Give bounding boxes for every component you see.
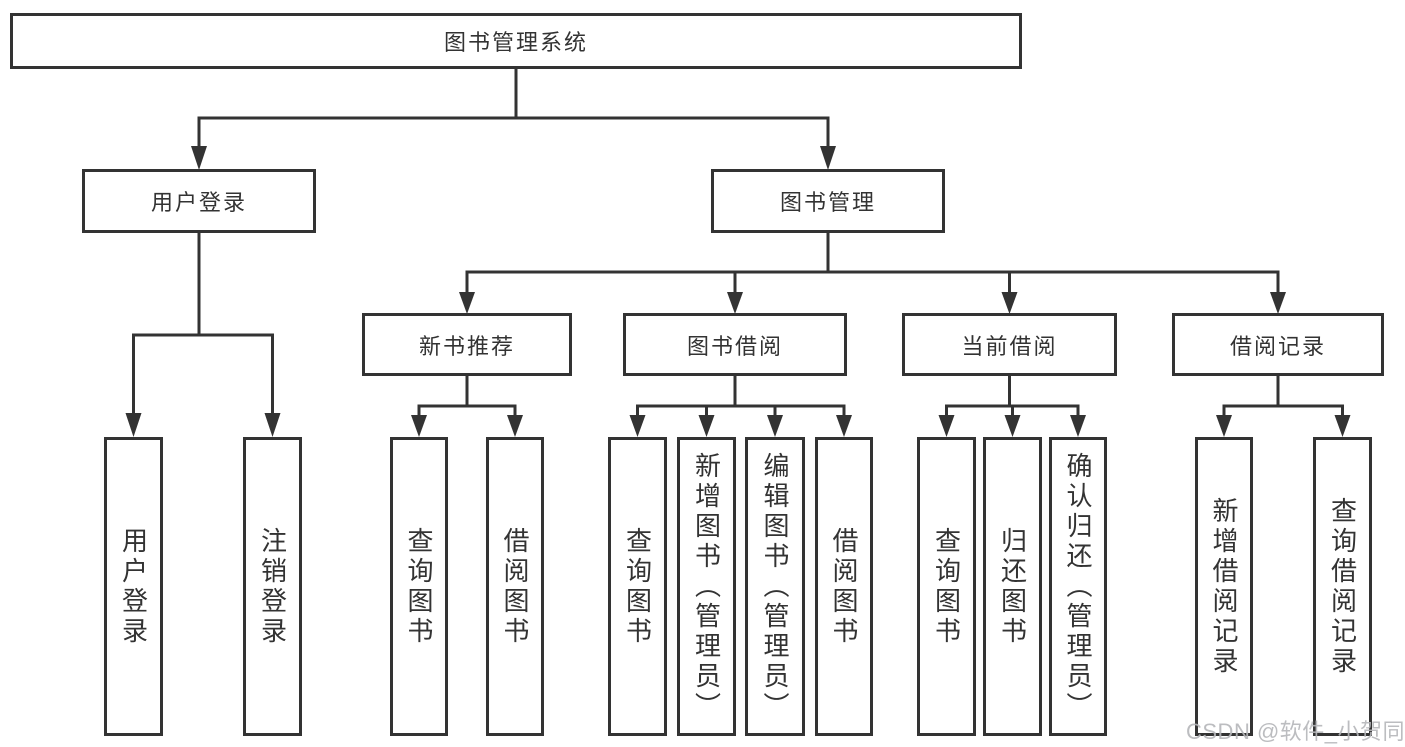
node-leaf-return-book-label: 归还图书 (997, 526, 1028, 647)
connector-new-book-rec-to-children (411, 376, 523, 437)
node-leaf-logout-label: 注销登录 (257, 526, 288, 647)
node-book-borrow-label: 图书借阅 (686, 333, 783, 359)
node-leaf-query-book-1: 查询图书 (390, 437, 448, 736)
node-leaf-query-book-2-label: 查询图书 (622, 526, 653, 647)
node-leaf-query-book-1-label: 查询图书 (404, 526, 434, 647)
node-leaf-add-book: 新增图书（管理员） (677, 437, 736, 736)
node-book-mgmt: 图书管理 (711, 169, 945, 233)
node-leaf-query-record: 查询借阅记录 (1313, 437, 1372, 736)
node-borrow-records: 借阅记录 (1172, 313, 1384, 376)
connector-root-to-children (191, 68, 836, 170)
node-borrow-records-label: 借阅记录 (1229, 333, 1326, 359)
node-book-borrow: 图书借阅 (623, 313, 847, 376)
connector-user-login-to-children (125, 233, 281, 437)
node-leaf-borrow-book-2-label: 借阅图书 (829, 526, 859, 647)
node-new-book-rec: 新书推荐 (362, 313, 572, 376)
node-leaf-query-book-3-label: 查询图书 (931, 526, 962, 647)
node-current-borrow-label: 当前借阅 (961, 333, 1058, 359)
node-leaf-edit-book: 编辑图书（管理员） (745, 437, 805, 736)
node-leaf-user-login-label: 用户登录 (118, 526, 149, 647)
node-leaf-return-book: 归还图书 (983, 437, 1042, 736)
connector-book-mgmt-to-children (459, 233, 1286, 314)
connector-current-borrow-to-children (938, 376, 1086, 437)
csdn-watermark: CSDN @软件_小贺同学 (1186, 719, 1405, 744)
node-leaf-logout: 注销登录 (243, 437, 302, 736)
node-user-login-label: 用户登录 (150, 190, 247, 215)
node-leaf-query-record-label: 查询借阅记录 (1327, 496, 1358, 677)
node-leaf-borrow-book-1-label: 借阅图书 (500, 526, 530, 647)
node-new-book-rec-label: 新书推荐 (418, 333, 515, 359)
node-current-borrow: 当前借阅 (902, 313, 1117, 376)
node-leaf-add-record-label: 新增借阅记录 (1209, 496, 1239, 677)
connector-borrow-records-to-children (1216, 376, 1351, 437)
node-leaf-borrow-book-1: 借阅图书 (486, 437, 544, 736)
connector-book-borrow-to-children (629, 376, 852, 437)
node-user-login: 用户登录 (82, 169, 316, 233)
node-leaf-edit-book-label: 编辑图书（管理员） (760, 451, 790, 722)
node-leaf-query-book-3: 查询图书 (917, 437, 976, 736)
node-leaf-borrow-book-2: 借阅图书 (815, 437, 873, 736)
node-leaf-query-book-2: 查询图书 (608, 437, 667, 736)
node-leaf-user-login: 用户登录 (104, 437, 163, 736)
node-book-mgmt-label: 图书管理 (779, 190, 876, 215)
node-root-label: 图书管理系统 (443, 30, 588, 55)
node-leaf-confirm-return-label: 确认归还（管理员） (1063, 451, 1093, 722)
node-leaf-confirm-return: 确认归还（管理员） (1049, 437, 1107, 736)
node-leaf-add-book-label: 新增图书（管理员） (691, 451, 722, 722)
node-root: 图书管理系统 (10, 13, 1022, 69)
node-leaf-add-record: 新增借阅记录 (1195, 437, 1253, 736)
